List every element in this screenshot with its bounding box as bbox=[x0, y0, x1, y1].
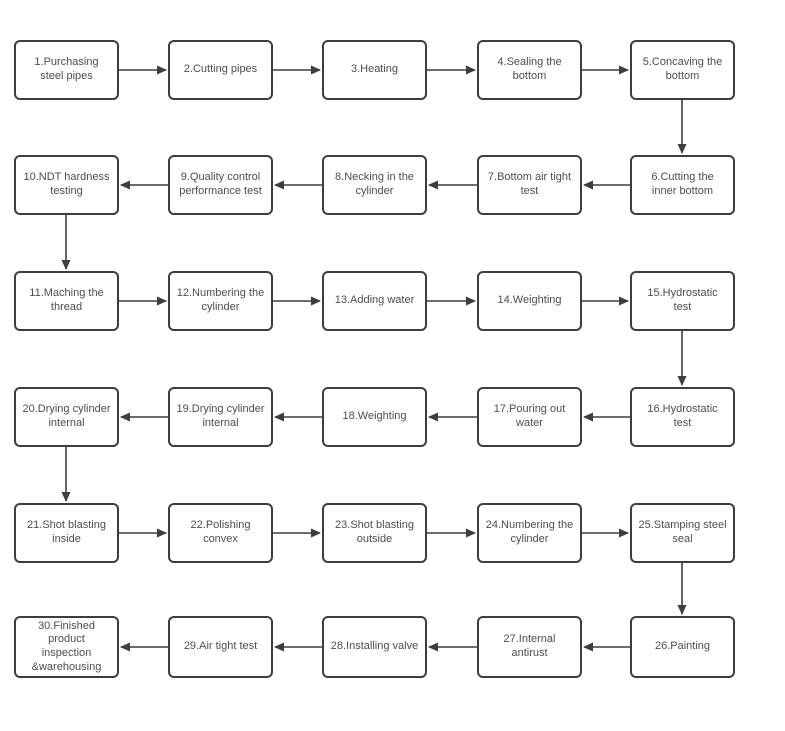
flow-node-6: 6.Cutting the inner bottom bbox=[630, 155, 735, 215]
flow-node-23: 23.Shot blasting outside bbox=[322, 503, 427, 563]
flow-node-4: 4.Sealing the bottom bbox=[477, 40, 582, 100]
flow-node-27: 27.Internal antirust bbox=[477, 616, 582, 678]
flow-node-1: 1.Purchasing steel pipes bbox=[14, 40, 119, 100]
flow-node-2: 2.Cutting pipes bbox=[168, 40, 273, 100]
flow-node-26: 26.Painting bbox=[630, 616, 735, 678]
flow-node-22: 22.Polishing convex bbox=[168, 503, 273, 563]
flow-node-8: 8.Necking in the cylinder bbox=[322, 155, 427, 215]
flow-node-18: 18.Weighting bbox=[322, 387, 427, 447]
flow-node-30: 30.Finished product inspection &warehous… bbox=[14, 616, 119, 678]
flow-node-13: 13.Adding water bbox=[322, 271, 427, 331]
flow-node-15: 15.Hydrostatic test bbox=[630, 271, 735, 331]
flow-node-10: 10.NDT hardness testing bbox=[14, 155, 119, 215]
flow-node-7: 7.Bottom air tight test bbox=[477, 155, 582, 215]
flow-node-20: 20.Drying cylinder internal bbox=[14, 387, 119, 447]
flow-node-25: 25.Stamping steel seal bbox=[630, 503, 735, 563]
flow-node-11: 11.Maching the thread bbox=[14, 271, 119, 331]
flow-node-14: 14.Weighting bbox=[477, 271, 582, 331]
flow-node-9: 9.Quality control performance test bbox=[168, 155, 273, 215]
flow-node-24: 24.Numbering the cylinder bbox=[477, 503, 582, 563]
flow-node-12: 12.Numbering the cylinder bbox=[168, 271, 273, 331]
flow-node-28: 28.Installing valve bbox=[322, 616, 427, 678]
flow-node-16: 16.Hydrostatic test bbox=[630, 387, 735, 447]
flow-node-29: 29.Air tight test bbox=[168, 616, 273, 678]
flow-node-5: 5.Concaving the bottom bbox=[630, 40, 735, 100]
flow-node-17: 17.Pouring out water bbox=[477, 387, 582, 447]
flow-node-3: 3.Heating bbox=[322, 40, 427, 100]
flow-node-19: 19.Drying cylinder internal bbox=[168, 387, 273, 447]
flow-node-21: 21.Shot blasting inside bbox=[14, 503, 119, 563]
